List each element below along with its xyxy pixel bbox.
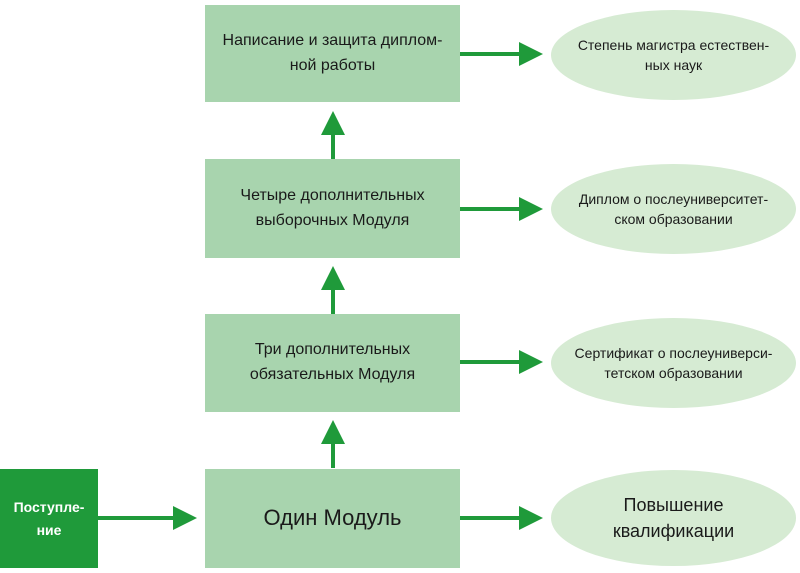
outcome-ellipse-3: Диплом о послеуниверситет- ском образова… xyxy=(551,164,796,254)
module-box-2: Три дополнительных обязательных Модуля xyxy=(205,314,460,412)
outcome-ellipse-4: Степень магистра естествен- ных наук xyxy=(551,10,796,100)
outcome-ellipse-2: Сертификат о послеуниверси- тетском обра… xyxy=(551,318,796,408)
module3-label-line1: Четыре дополнительных xyxy=(240,186,425,204)
module-box-4: Написание и защита диплом- ной работы xyxy=(205,5,460,102)
outcome4-label-line1: Степень магистра естествен- xyxy=(577,36,770,53)
module1-label: Один Модуль xyxy=(263,505,402,531)
module4-label-line2: ной работы xyxy=(289,56,376,74)
outcome-ellipse-1: Повышение квалификации xyxy=(551,470,796,566)
admission-box: Поступле- ние xyxy=(0,469,98,568)
outcome4-label-line2: ных наук xyxy=(644,57,703,73)
outcome3-label-line1: Диплом о послеуниверситет- xyxy=(578,190,769,207)
module2-label-line2: обязательных Модуля xyxy=(249,366,416,383)
outcome3-label-line2: ском образовании xyxy=(614,211,733,227)
module-box-3: Четыре дополнительных выборочных Модуля xyxy=(205,159,460,258)
module3-label-line2: выборочных Модуля xyxy=(255,211,410,229)
outcome1-label-line1: Повышение xyxy=(623,494,724,515)
outcome1-label-line2: квалификации xyxy=(612,521,735,541)
module2-label-line1: Три дополнительных xyxy=(254,341,411,359)
admission-label-line1: Поступле- xyxy=(13,499,85,516)
outcome2-label-line1: Сертификат о послеуниверси- xyxy=(574,344,773,361)
outcome2-label-line2: тетском образовании xyxy=(604,365,743,381)
admission-label-line2: ние xyxy=(36,521,62,538)
module4-label-line1: Написание и защита диплом- xyxy=(222,31,443,49)
module-box-1: Один Модуль xyxy=(205,469,460,568)
